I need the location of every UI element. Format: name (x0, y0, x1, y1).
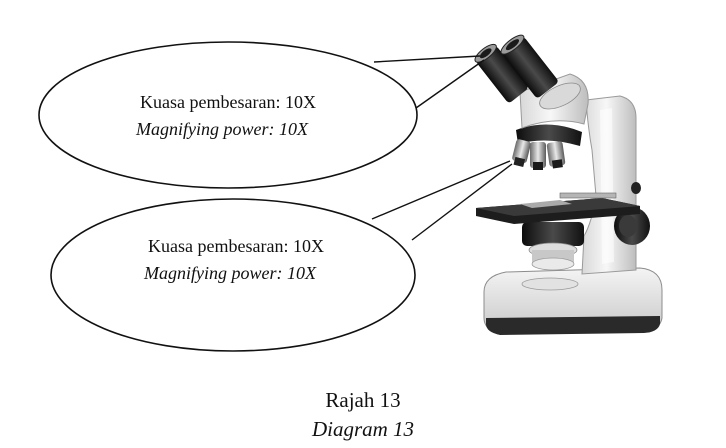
callout-label-en: Magnifying power: 10X (135, 119, 309, 139)
microscope-base (483, 267, 663, 335)
pointer-line (411, 163, 513, 241)
eyepiece (474, 34, 558, 103)
callout-eyepiece: Kuasa pembesaran: 10X Magnifying power: … (38, 41, 485, 189)
condenser (522, 222, 584, 271)
callout-label-ms: Kuasa pembesaran: 10X (148, 236, 324, 256)
pointer-line (415, 59, 485, 109)
microscope-illustration (474, 34, 663, 335)
pointer-line (371, 160, 511, 220)
diagram-caption-en: Diagram 13 (311, 417, 415, 441)
callout-ellipse (50, 198, 416, 352)
objective-lens-2 (530, 142, 546, 170)
callout-label-ms: Kuasa pembesaran: 10X (140, 92, 316, 112)
microscope-arm (581, 95, 637, 275)
callout-objective: Kuasa pembesaran: 10X Magnifying power: … (50, 160, 513, 352)
objective-lens-3 (546, 141, 566, 169)
microscope-stage (476, 192, 640, 224)
diagram-caption-ms: Rajah 13 (325, 388, 401, 412)
focus-knob (614, 182, 650, 245)
callout-ellipse (38, 41, 418, 189)
objective-lens-1 (512, 139, 531, 168)
objective-lenses (512, 124, 582, 170)
pointer-line (373, 55, 481, 63)
callout-label-en: Magnifying power: 10X (143, 263, 317, 283)
